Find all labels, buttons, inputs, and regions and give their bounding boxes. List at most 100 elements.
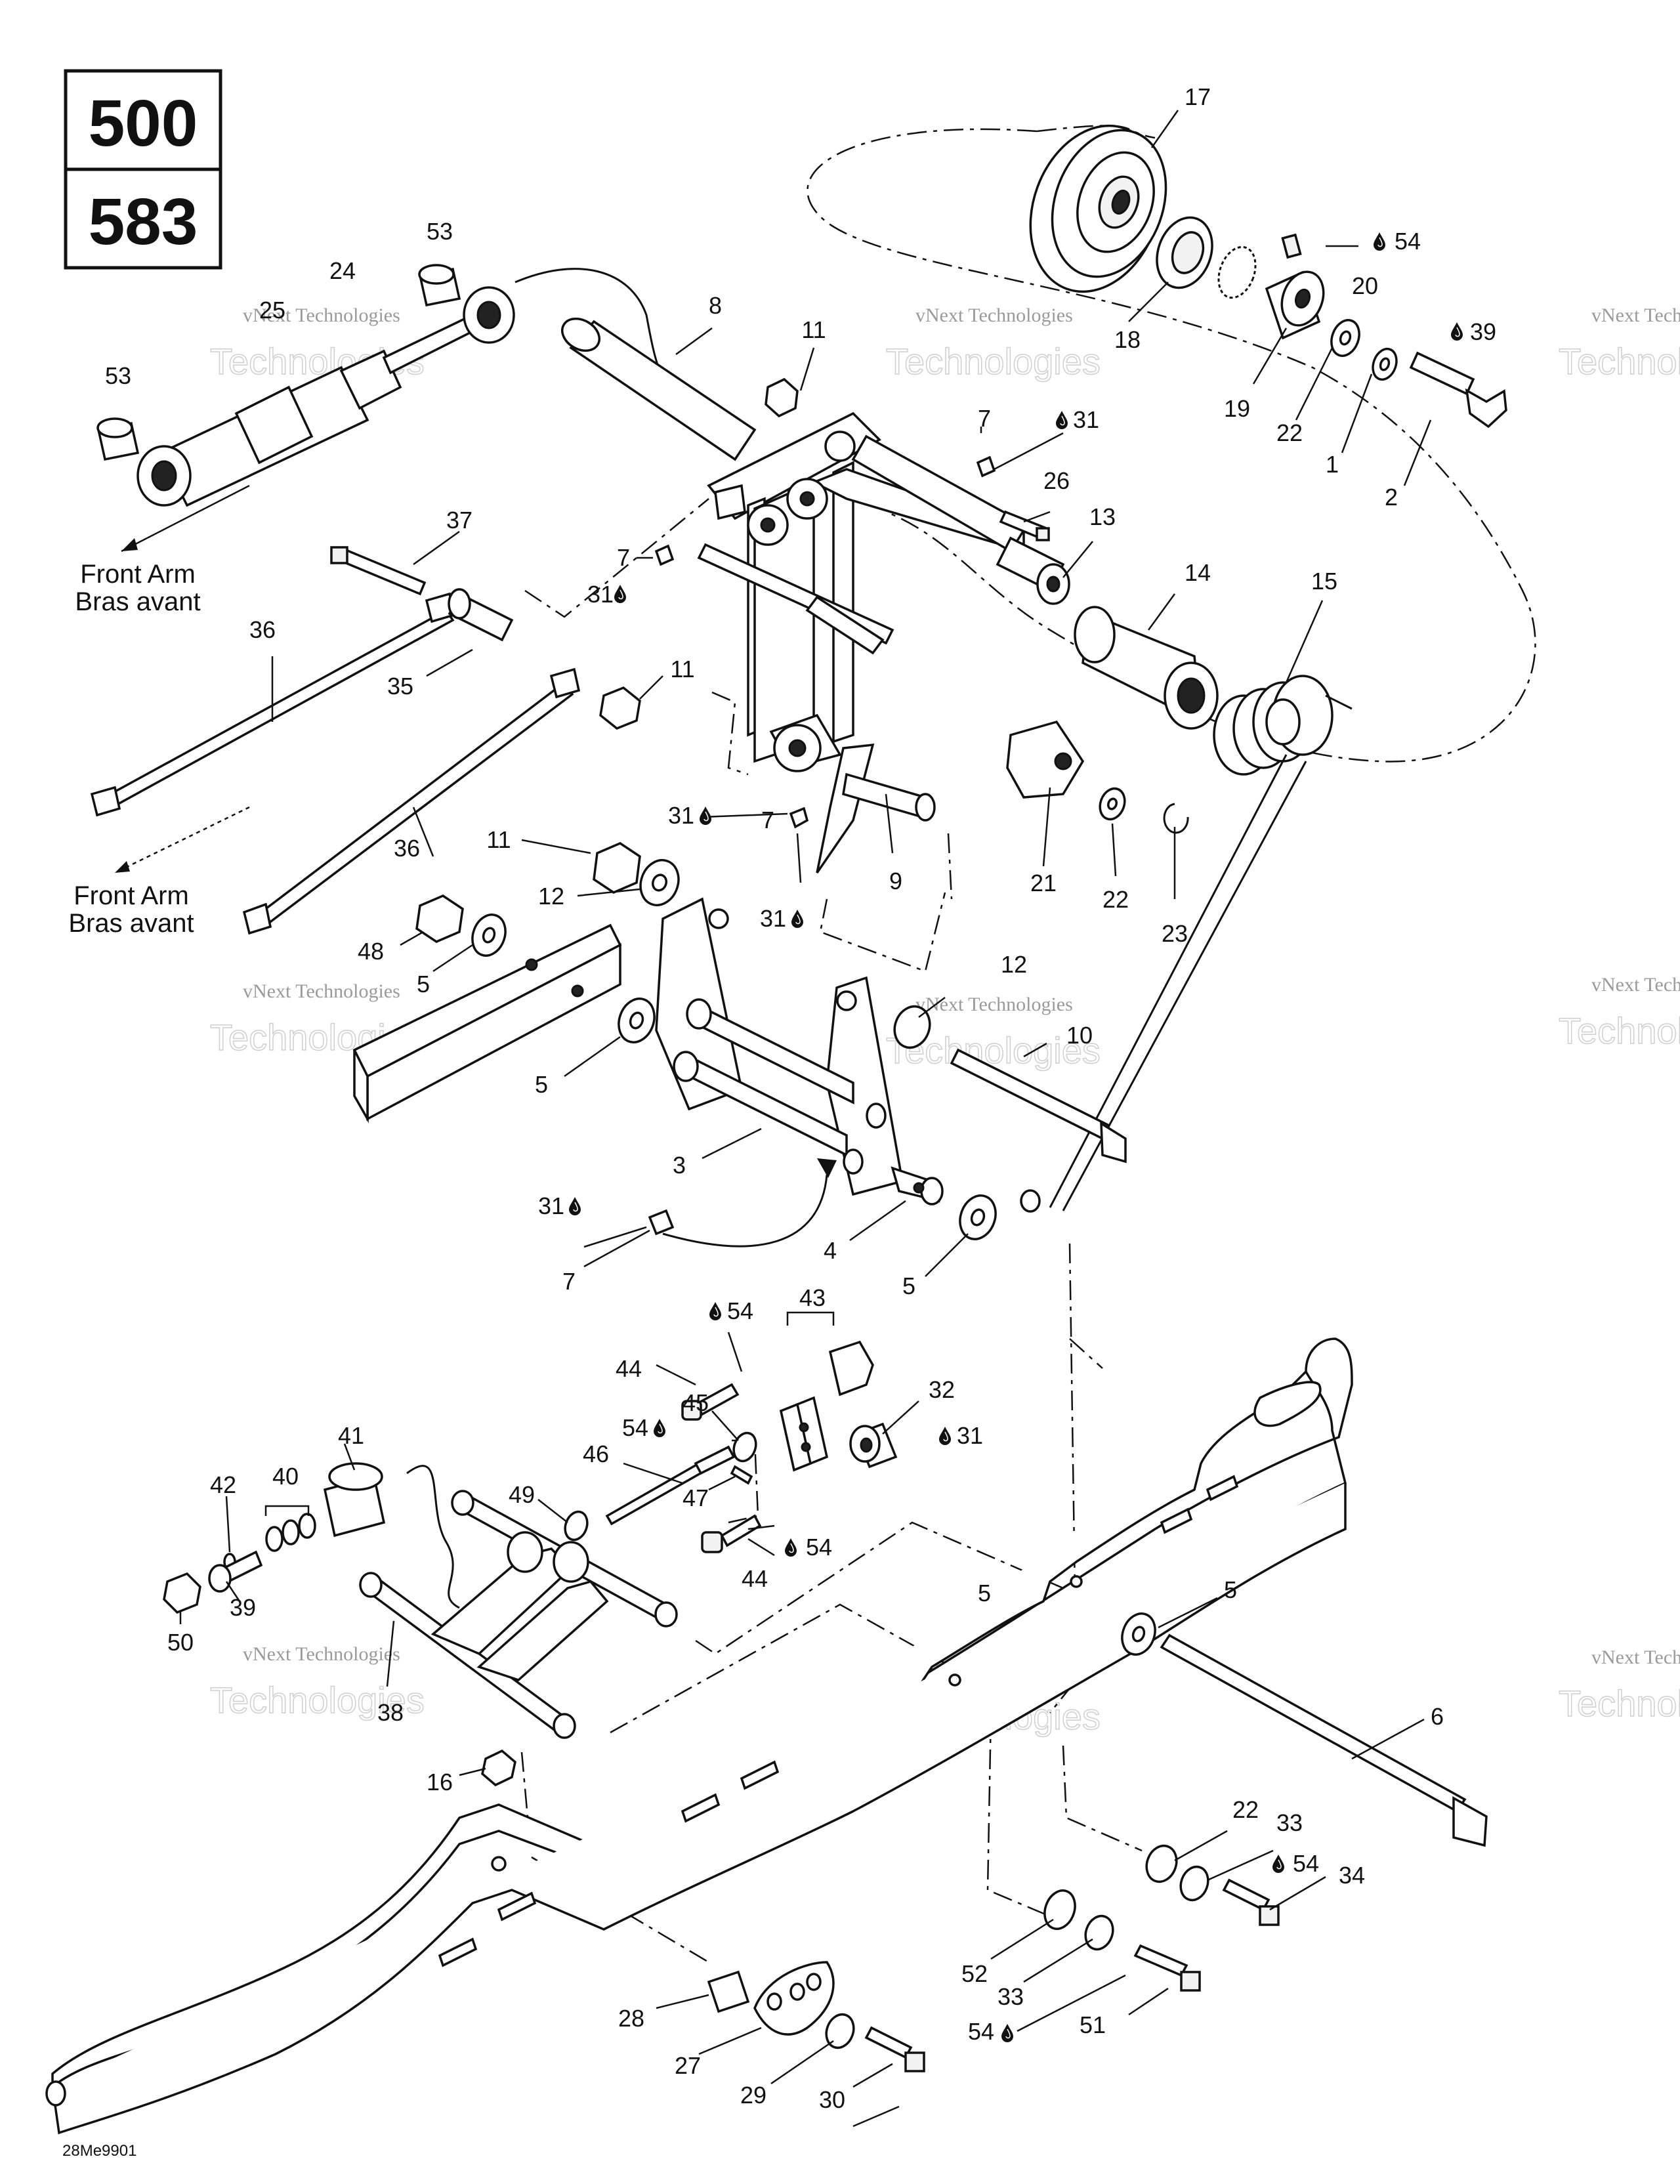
callout-26: 26: [1043, 467, 1070, 494]
watermark-text: vNext Technologies: [1591, 1647, 1680, 1668]
callout-51: 51: [1080, 2011, 1106, 2038]
bolt-10: [950, 1048, 1127, 1164]
callout-13: 13: [1089, 503, 1116, 530]
watermark-text: vNext Technologies: [1591, 304, 1680, 326]
callout-33: 33: [1276, 1809, 1303, 1836]
callout-1: 1: [1326, 451, 1339, 478]
washer-52: [1043, 1889, 1076, 1930]
washer-33-left: [1084, 1914, 1114, 1951]
bracket-40: [264, 1505, 310, 1516]
nut-11-mid: [593, 842, 641, 894]
callout-54: 54: [727, 1297, 753, 1324]
screw-30: [864, 2026, 925, 2072]
callout-6: 6: [1431, 1703, 1444, 1730]
lubricant-icon: [1272, 1854, 1285, 1874]
callout-7: 7: [617, 544, 630, 571]
bolt-6: [1160, 1633, 1488, 1847]
bolt-34: [1222, 1878, 1280, 1926]
assembly-guide: [819, 892, 946, 973]
bolt-37: [330, 546, 427, 596]
spacer-19: [1265, 270, 1325, 340]
lubricant-icon: [614, 584, 627, 604]
washer-1: [1372, 347, 1398, 381]
watermark-text: vNext Technologies: [915, 994, 1073, 1015]
rear-arm-38: [359, 1490, 678, 1739]
bushing-53-top: [418, 264, 461, 307]
rear-arm-36-top: [90, 592, 456, 817]
callout-4: 4: [824, 1237, 837, 1264]
front-arm-label-fr: Bras avant: [75, 587, 200, 616]
callout-53: 53: [427, 218, 453, 245]
cam-32: [849, 1422, 898, 1469]
cross-shaft-8: [561, 318, 757, 461]
callout-54: 54: [1293, 1850, 1319, 1877]
callout-54: 54: [968, 2018, 994, 2045]
watermark-text: vNext Technologies: [915, 304, 1073, 326]
callout-33: 33: [998, 1983, 1024, 2010]
screw-44-bottom: [701, 1514, 762, 1553]
rear-arm-36-bottom: [242, 667, 581, 935]
watermark-text: Technologies: [1559, 1010, 1680, 1051]
callout-10: 10: [1066, 1022, 1093, 1049]
front-arm-arrow: [121, 484, 250, 553]
lubricant-icon: [938, 1426, 952, 1446]
callout-7: 7: [978, 405, 991, 432]
slide-rail: [45, 1337, 1353, 2135]
watermark-text: vNext Technologies: [243, 304, 400, 326]
lubricant-icon: [1373, 232, 1386, 251]
assembly-guide: [1069, 1338, 1103, 1369]
callout-30: 30: [819, 2086, 845, 2113]
watermark-text: vNext Technologies: [1591, 974, 1680, 996]
lubricant-icon: [709, 1301, 722, 1321]
callout-54: 54: [806, 1534, 832, 1561]
bushing-40: [265, 1513, 316, 1552]
callout-12: 12: [1001, 951, 1027, 978]
washer-49: [564, 1510, 589, 1542]
callout-42: 42: [210, 1471, 236, 1498]
callout-31: 31: [587, 581, 614, 608]
nut-11-left: [599, 686, 641, 730]
spring-pin-47: [730, 1465, 753, 1485]
callout-5: 5: [902, 1272, 915, 1299]
callout-43: 43: [799, 1284, 826, 1311]
callout-11: 11: [801, 316, 826, 343]
callout-7: 7: [562, 1268, 576, 1295]
lubricant-icon: [791, 909, 804, 929]
nut-16: [481, 1749, 516, 1787]
callout-39: 39: [230, 1594, 256, 1621]
callout-31: 31: [668, 802, 694, 829]
nut-50: [163, 1572, 201, 1614]
callout-27: 27: [675, 2052, 701, 2079]
front-arm-arrow: [114, 806, 250, 874]
assembly-guide: [986, 1712, 1051, 1918]
callout-15: 15: [1311, 568, 1337, 595]
watermark-text: vNext Technologies: [243, 1643, 400, 1665]
assembly-guide: [524, 498, 709, 618]
watermark-text: Technologies: [886, 341, 1101, 382]
washer-5-b: [618, 998, 656, 1043]
callout-31: 31: [760, 905, 786, 932]
washer-22-bottom: [1145, 1844, 1178, 1883]
washer-12-right: [893, 1005, 931, 1049]
callout-16: 16: [427, 1769, 453, 1796]
grease-line: [662, 1174, 828, 1248]
slider-rail-segment: [352, 923, 622, 1124]
washer-5-c: [959, 1194, 997, 1240]
assembly-guide: [1062, 1745, 1143, 1852]
washer-12-left: [639, 858, 680, 907]
washer-22-top: [1330, 319, 1360, 357]
front-arm-label-fr: Bras avant: [68, 909, 194, 938]
callout-53: 53: [105, 362, 131, 389]
lower-bracket-3: [655, 897, 944, 1206]
callout-25: 25: [259, 297, 285, 324]
shaft-13-14: [851, 434, 1070, 605]
callout-38: 38: [377, 1699, 404, 1726]
assembly-guide: [695, 1521, 1064, 1655]
nut-11-top: [765, 377, 799, 418]
callout-18: 18: [1114, 326, 1141, 353]
callout-23: 23: [1162, 920, 1188, 947]
callouts: 17 18 19 20 54 22 1 2 39 8 11 7 31 26 13…: [62, 83, 1496, 2160]
callout-9: 9: [889, 868, 902, 894]
callout-20: 20: [1352, 272, 1378, 299]
callout-21: 21: [1030, 870, 1057, 896]
